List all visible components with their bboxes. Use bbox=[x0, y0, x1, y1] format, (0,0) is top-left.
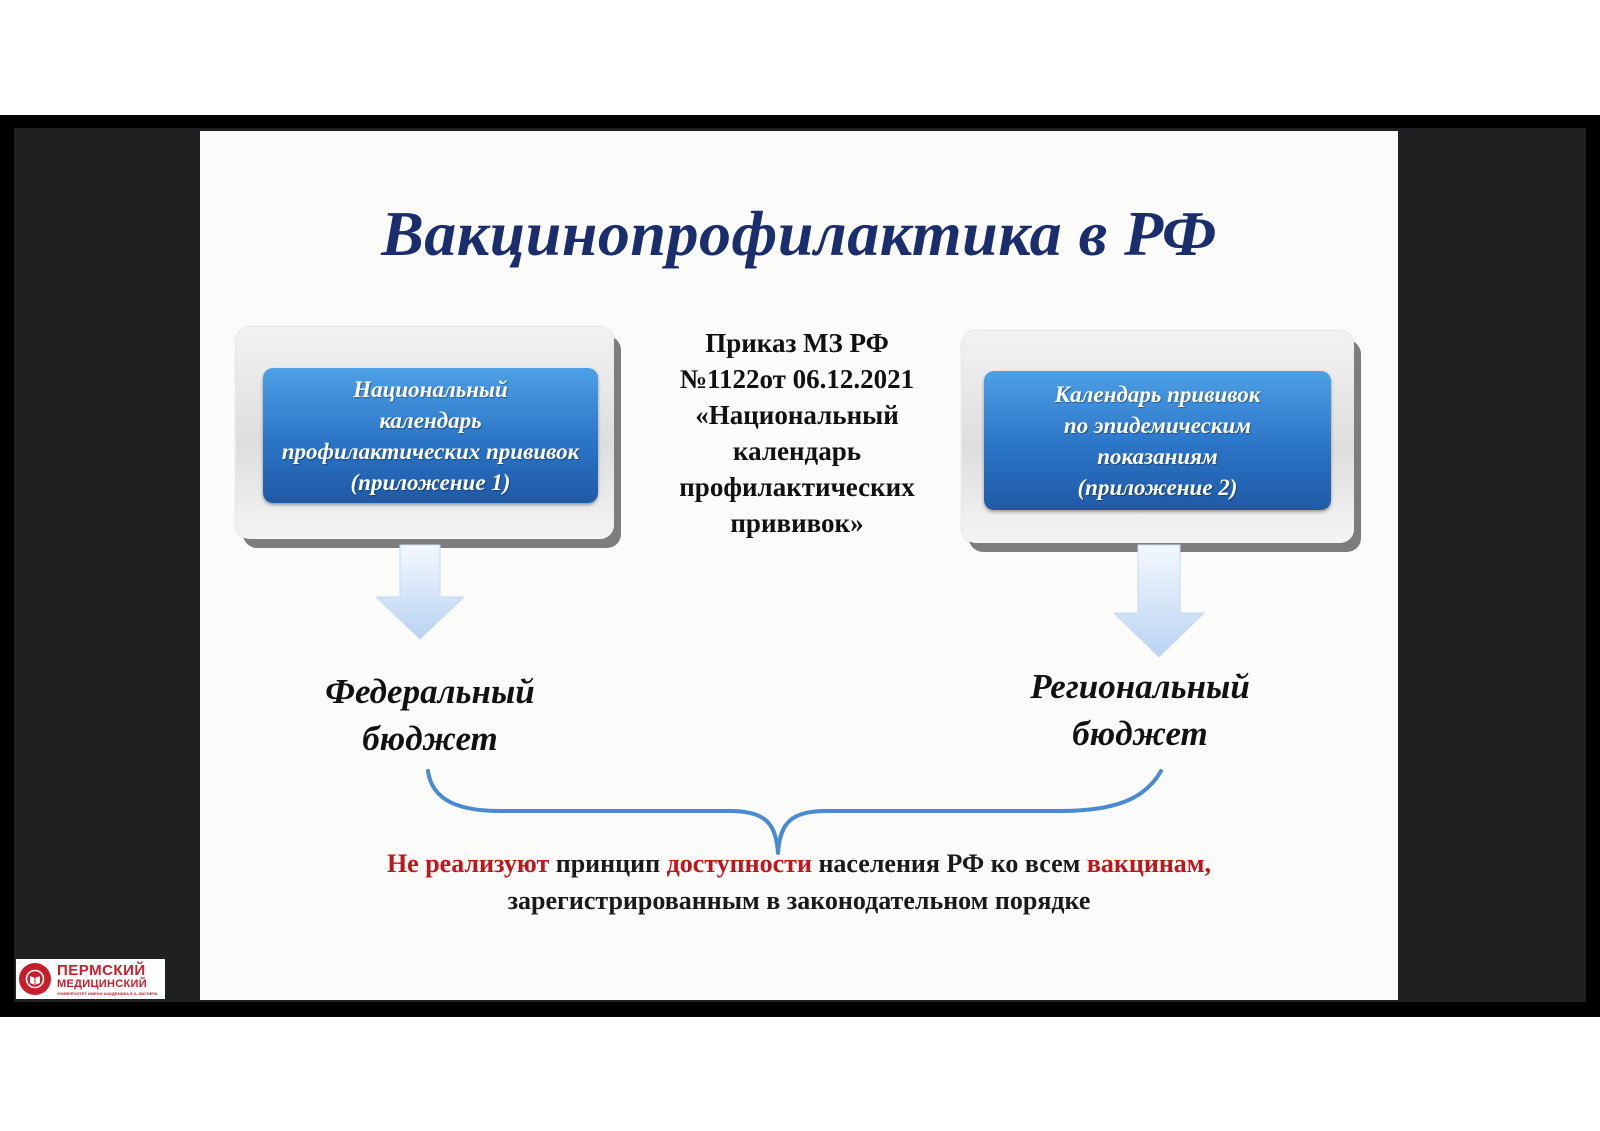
national-calendar-box: Национальный календарь профилактических … bbox=[263, 368, 598, 503]
slide-title: Вакцинопрофилактика в РФ bbox=[381, 198, 1217, 269]
order-reference: Приказ МЗ РФ №1122от 06.12.2021 «Национа… bbox=[679, 328, 915, 538]
book-shield-icon bbox=[19, 963, 51, 995]
population-text: населения РФ ко всем bbox=[811, 849, 1087, 878]
logo-line-3: УНИВЕРСИТЕТ ИМЕНИ АКАДЕМИКА Е.А. ВАГНЕРА bbox=[57, 990, 158, 996]
principle-text: принцип bbox=[549, 849, 667, 878]
logo-text: ПЕРМСКИЙ МЕДИЦИНСКИЙ УНИВЕРСИТЕТ ИМЕНИ А… bbox=[57, 963, 158, 996]
conclusion-line-2: зарегистрированным в законодательном пор… bbox=[507, 886, 1091, 915]
conclusion-line-1: Не реализуют принцип доступности населен… bbox=[200, 845, 1398, 882]
not-implement-text: Не реализуют bbox=[386, 849, 550, 878]
university-logo: ПЕРМСКИЙ МЕДИЦИНСКИЙ УНИВЕРСИТЕТ ИМЕНИ А… bbox=[16, 959, 165, 999]
federal-budget-label: Федеральный бюджет bbox=[325, 672, 535, 758]
accessibility-text: доступности bbox=[666, 849, 812, 878]
slide-graphics bbox=[374, 544, 1206, 855]
logo-line-1: ПЕРМСКИЙ bbox=[57, 961, 146, 979]
curly-brace bbox=[426, 769, 1163, 855]
epidemic-calendar-box: Календарь прививок по эпидемическим пока… bbox=[984, 371, 1331, 510]
logo-line-2: МЕДИЦИНСКИЙ bbox=[57, 977, 147, 990]
regional-budget-label: Региональный бюджет bbox=[1030, 667, 1250, 753]
vaccines-text: вакцинам, bbox=[1086, 849, 1212, 878]
right-down-arrow bbox=[1112, 544, 1206, 658]
left-down-arrow bbox=[374, 544, 466, 640]
bottom-conclusion: Не реализуют принцип доступности населен… bbox=[200, 845, 1398, 919]
presentation-slide: Вакцинопрофилактика в РФ Национальный ка… bbox=[200, 131, 1398, 1000]
